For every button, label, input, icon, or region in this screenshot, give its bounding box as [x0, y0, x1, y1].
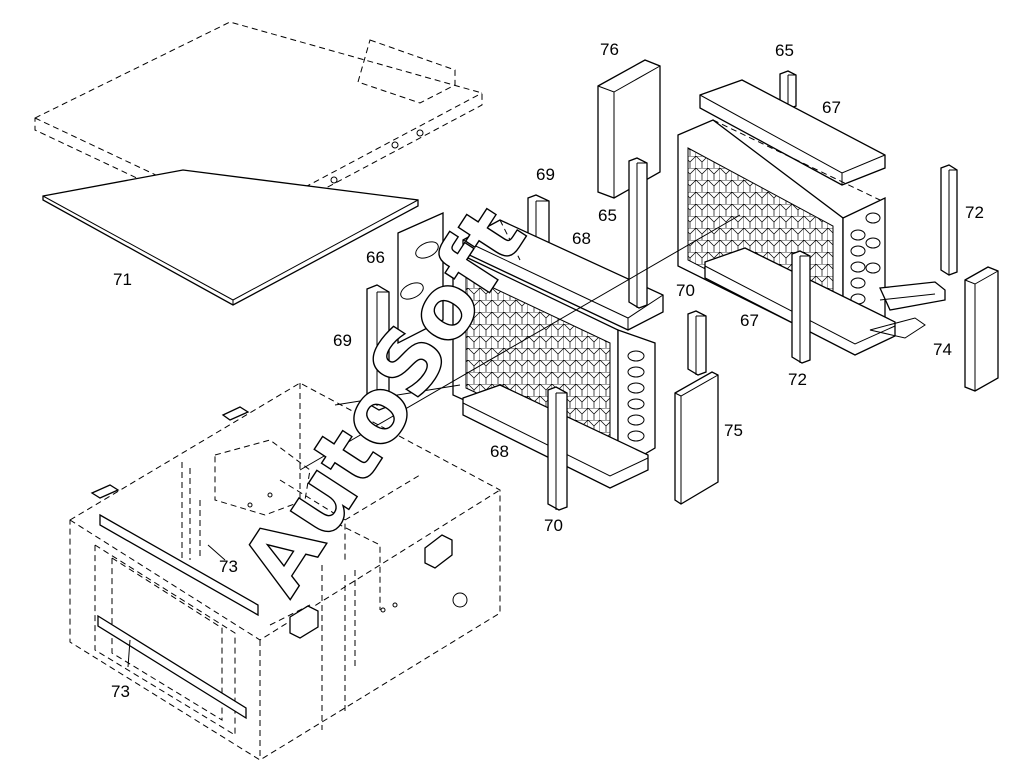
label-67-upper: 67: [822, 98, 841, 117]
callout-labels: 71 66 69 69 68 68 65 65 76 67 67 70 70 7…: [111, 40, 984, 701]
strip-65-center: [628, 157, 648, 309]
label-65-center: 65: [598, 206, 617, 225]
label-69-left: 69: [333, 331, 352, 350]
label-73-lower: 73: [111, 682, 130, 701]
label-66: 66: [366, 248, 385, 267]
label-74: 74: [933, 340, 952, 359]
label-72-right: 72: [965, 203, 984, 222]
strip-69-left: [366, 284, 390, 411]
strip-72-right: [940, 164, 958, 276]
label-72-center: 72: [788, 370, 807, 389]
label-68-lower: 68: [490, 442, 509, 461]
label-68-upper: 68: [572, 229, 591, 248]
label-65-top: 65: [775, 41, 794, 60]
label-75: 75: [724, 421, 743, 440]
label-67-lower: 67: [740, 311, 759, 330]
strip-70-front: [547, 386, 568, 511]
label-69-upper: 69: [536, 165, 555, 184]
panel-74: [964, 266, 999, 392]
label-70-lower: 70: [544, 516, 563, 535]
strip-72-center: [791, 250, 811, 364]
panel-75: [674, 371, 719, 505]
coil-rear-67: [677, 79, 946, 356]
label-76: 76: [600, 40, 619, 59]
plate-66: [397, 211, 444, 345]
label-71: 71: [113, 270, 132, 289]
base-housing-73: [69, 382, 501, 761]
panel-71: [42, 169, 419, 306]
strip-70-rear: [687, 310, 707, 376]
leader-lines: [127, 214, 741, 668]
label-73-upper: 73: [219, 557, 238, 576]
label-70-center: 70: [676, 281, 695, 300]
